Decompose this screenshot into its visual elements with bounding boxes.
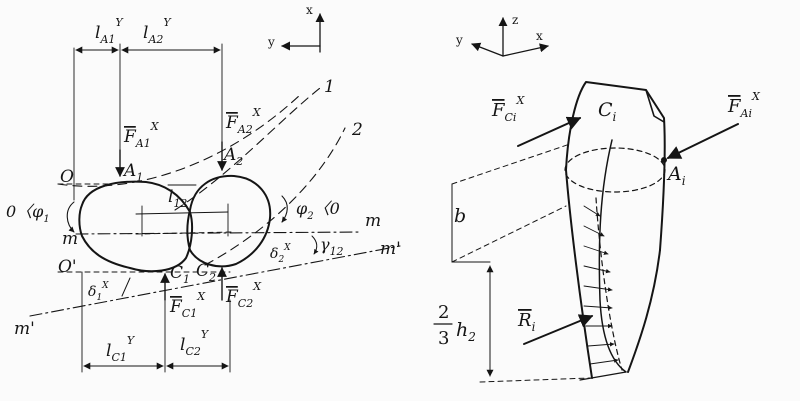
left-figure: x y lA1Y lA2Y 1 2 O O' m m m' xyxy=(6,3,401,373)
delta2-label: δ2X xyxy=(270,243,291,265)
FA1X-label: FA1X xyxy=(123,120,160,150)
axis-z-label: z xyxy=(512,13,518,27)
mprime-left-label: m' xyxy=(14,319,35,339)
mprime-right-label: m' xyxy=(380,239,401,259)
Oprime-label: O' xyxy=(58,257,77,277)
delta1-label: δ1X xyxy=(88,281,109,303)
Ai-label: Ai xyxy=(666,163,686,188)
gamma12-label: γ12 xyxy=(320,235,344,258)
phi2-label: φ2〈0 xyxy=(296,199,340,222)
phi1-label: 0〈φ1 xyxy=(6,202,50,225)
frac-denominator: 3 xyxy=(438,328,449,349)
right-figure: z y x b xyxy=(433,13,761,383)
curve-1-lower xyxy=(57,94,301,187)
FC1X-label: FC1X xyxy=(169,290,206,320)
A2-label: A2 xyxy=(222,145,243,168)
line-mprime xyxy=(29,245,401,317)
Ci-label: Ci xyxy=(598,99,617,124)
axis-y-label-right: y xyxy=(455,33,463,47)
b-label: b xyxy=(454,205,466,227)
axis-y-label: y xyxy=(267,35,275,49)
A1-label: A1 xyxy=(122,161,143,184)
FCiX-label: FCiX xyxy=(491,94,525,124)
lC2Y-label: lC2Y xyxy=(180,328,210,358)
l12-label: l12 xyxy=(168,187,187,210)
C2-label: C2 xyxy=(196,261,216,284)
m-label: m xyxy=(62,229,78,249)
curve-2-label: 2 xyxy=(351,120,363,140)
curve-1-label: 1 xyxy=(324,77,335,97)
frac-numerator: 2 xyxy=(438,302,449,323)
load-distribution xyxy=(579,205,627,381)
h2-label: h2 xyxy=(456,319,476,344)
body-2 xyxy=(186,174,272,268)
FC2X-label: FC2X xyxy=(225,280,262,310)
FA2X-label: FA2X xyxy=(225,106,262,136)
O-label: O xyxy=(60,167,74,187)
top-dimension: lA1Y lA2Y xyxy=(73,16,223,201)
left-axes: x y xyxy=(267,3,325,53)
Ri-label: Ri xyxy=(517,310,536,334)
line-m xyxy=(75,231,361,235)
FAiX-label: FAiX xyxy=(727,90,761,120)
C1-label: C1 xyxy=(170,263,190,286)
axis-x-label-right: x xyxy=(536,29,543,43)
body-1 xyxy=(78,180,194,273)
curve-2 xyxy=(204,127,346,266)
lA1Y-label: lA1Y xyxy=(95,16,124,46)
tooth-outline xyxy=(565,81,666,251)
section-ellipse xyxy=(564,147,666,193)
m-right-label: m xyxy=(365,211,381,231)
right-axes: z y x xyxy=(455,13,549,57)
lA2Y-label: lA2Y xyxy=(143,16,172,46)
axis-x-label: x xyxy=(306,3,313,17)
point-Ai xyxy=(661,157,667,163)
lC1Y-label: lC1Y xyxy=(106,334,136,364)
